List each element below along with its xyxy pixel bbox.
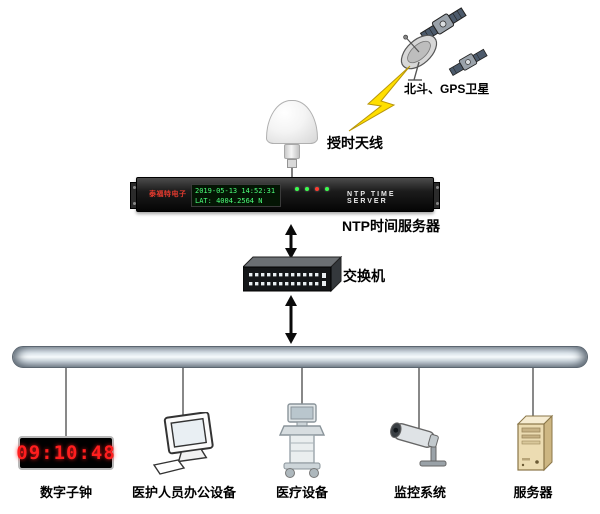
rack-ear-right xyxy=(433,182,440,209)
device-label-office-equipment: 医护人员办公设备 xyxy=(131,485,236,500)
medical-cart-icon xyxy=(276,402,330,485)
lcd-line1: 2019-05-13 14:52:31 xyxy=(195,187,276,195)
led-indicator xyxy=(315,187,319,191)
satellite-icon xyxy=(419,7,467,42)
led-indicator xyxy=(295,187,299,191)
led-indicator xyxy=(305,187,309,191)
brand-logo-text: 泰福特电子 xyxy=(149,191,187,198)
led-indicator xyxy=(325,187,329,191)
satellite-icon xyxy=(448,48,488,76)
lcd-line2: LAT: 4004.2564 N xyxy=(195,197,263,205)
computer-monitor-icon xyxy=(150,411,220,483)
screw-icon xyxy=(436,186,439,189)
led-indicators xyxy=(295,187,329,191)
screw-icon xyxy=(133,202,136,205)
screw-icon xyxy=(133,186,136,189)
server-switch-arrow xyxy=(285,224,297,259)
ntp-nameplate-text: NTP TIME SERVER xyxy=(347,191,396,205)
server-tower-icon xyxy=(512,414,558,483)
switch-label: 交换机 xyxy=(343,268,385,284)
ntp-server-label: NTP时间服务器 xyxy=(342,218,440,234)
gps-antenna-base xyxy=(287,159,297,168)
device-label-digital-clock: 数字子钟 xyxy=(39,485,92,500)
gps-antenna-stem xyxy=(284,144,300,159)
network-switch-icon xyxy=(241,255,343,299)
antenna-label: 授时天线 xyxy=(327,135,383,151)
satellite-dish-icon xyxy=(400,34,438,81)
clock-time-text: 09:10:48 xyxy=(16,442,116,464)
screw-icon xyxy=(436,202,439,205)
digital-clock-icon: 09:10:48 xyxy=(16,436,116,470)
device-label-server: 服务器 xyxy=(513,485,553,500)
switch-bus-arrow xyxy=(285,295,297,344)
satellites-label: 北斗、GPS卫星 xyxy=(404,82,490,96)
network-bus-bar xyxy=(12,346,588,368)
lightning-bolt-icon xyxy=(348,65,411,132)
device-label-medical-equipment: 医疗设备 xyxy=(275,485,328,500)
cctv-camera-icon xyxy=(386,418,452,477)
ntp-server-device: 泰福特电子 2019-05-13 14:52:31 LAT: 4004.2564… xyxy=(130,177,440,212)
lcd-display: 2019-05-13 14:52:31 LAT: 4004.2564 N xyxy=(191,184,281,207)
rack-ear-left xyxy=(130,182,137,209)
device-label-monitoring-system: 监控系统 xyxy=(393,485,446,500)
